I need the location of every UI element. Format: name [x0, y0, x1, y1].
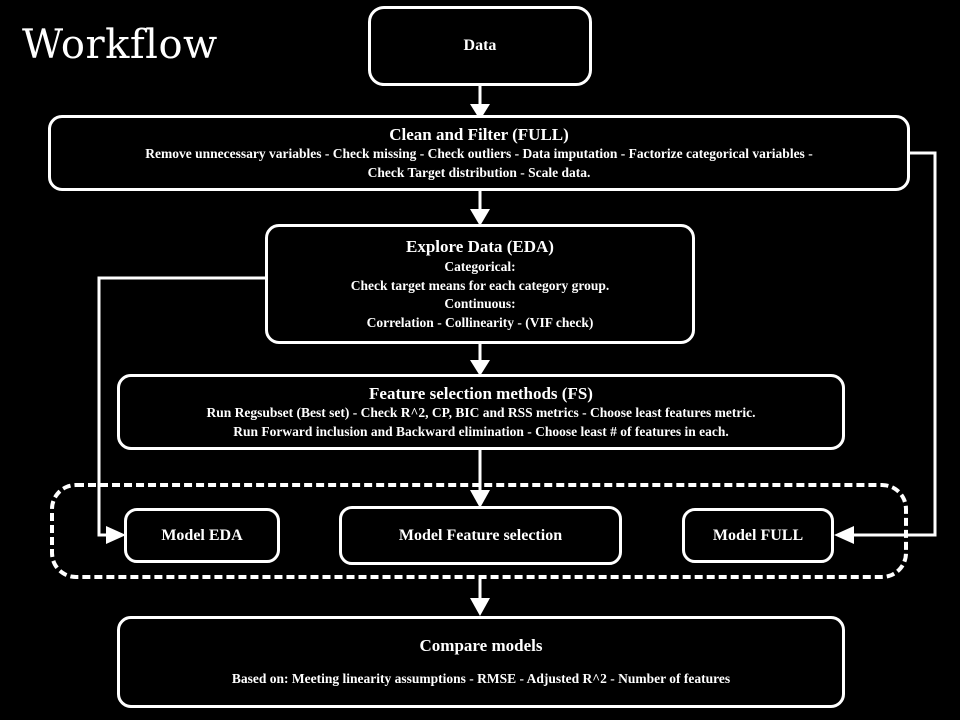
- node-compare-title: Compare models: [419, 636, 543, 656]
- node-fs-title: Feature selection methods (FS): [369, 383, 593, 403]
- node-eda-line-1: Categorical:: [444, 258, 516, 274]
- node-compare-models[interactable]: Compare models Based on: Meeting lineari…: [117, 616, 845, 708]
- node-data[interactable]: Data: [368, 6, 592, 86]
- node-data-title: Data: [463, 37, 497, 54]
- node-eda-line-4: Correlation - Collinearity - (VIF check): [366, 314, 594, 330]
- node-feature-selection-methods[interactable]: Feature selection methods (FS) Run Regsu…: [117, 374, 845, 450]
- node-model-full[interactable]: Model FULL: [682, 508, 834, 563]
- node-eda-title: Explore Data (EDA): [406, 236, 554, 256]
- node-model-fs-title: Model Feature selection: [398, 526, 563, 544]
- node-eda-line-3: Continuous:: [444, 296, 516, 312]
- node-model-eda[interactable]: Model EDA: [124, 508, 280, 563]
- node-eda-line-2: Check target means for each category gro…: [350, 277, 610, 293]
- node-clean-line-1: Remove unnecessary variables - Check mis…: [145, 146, 813, 161]
- node-explore-data[interactable]: Explore Data (EDA) Categorical: Check ta…: [265, 224, 695, 344]
- connector-clean-to-eda: [470, 191, 490, 226]
- node-model-feature-selection[interactable]: Model Feature selection: [339, 506, 622, 565]
- node-clean-and-filter[interactable]: Clean and Filter (FULL) Remove unnecessa…: [48, 115, 910, 191]
- page-title: Workflow: [22, 22, 218, 68]
- node-compare-line-1: Based on: Meeting linearity assumptions …: [231, 671, 731, 687]
- node-model-eda-title: Model EDA: [161, 526, 243, 544]
- node-clean-line-2: Check Target distribution - Scale data.: [367, 164, 591, 180]
- node-clean-title: Clean and Filter (FULL): [389, 124, 569, 144]
- node-fs-line-1: Run Regsubset (Best set) - Check R^2, CP…: [206, 405, 756, 420]
- node-fs-line-2: Run Forward inclusion and Backward elimi…: [233, 423, 729, 439]
- connector-eda-to-fs: [470, 344, 490, 376]
- node-model-full-title: Model FULL: [712, 526, 804, 544]
- connector-models-to-compare: [470, 579, 490, 616]
